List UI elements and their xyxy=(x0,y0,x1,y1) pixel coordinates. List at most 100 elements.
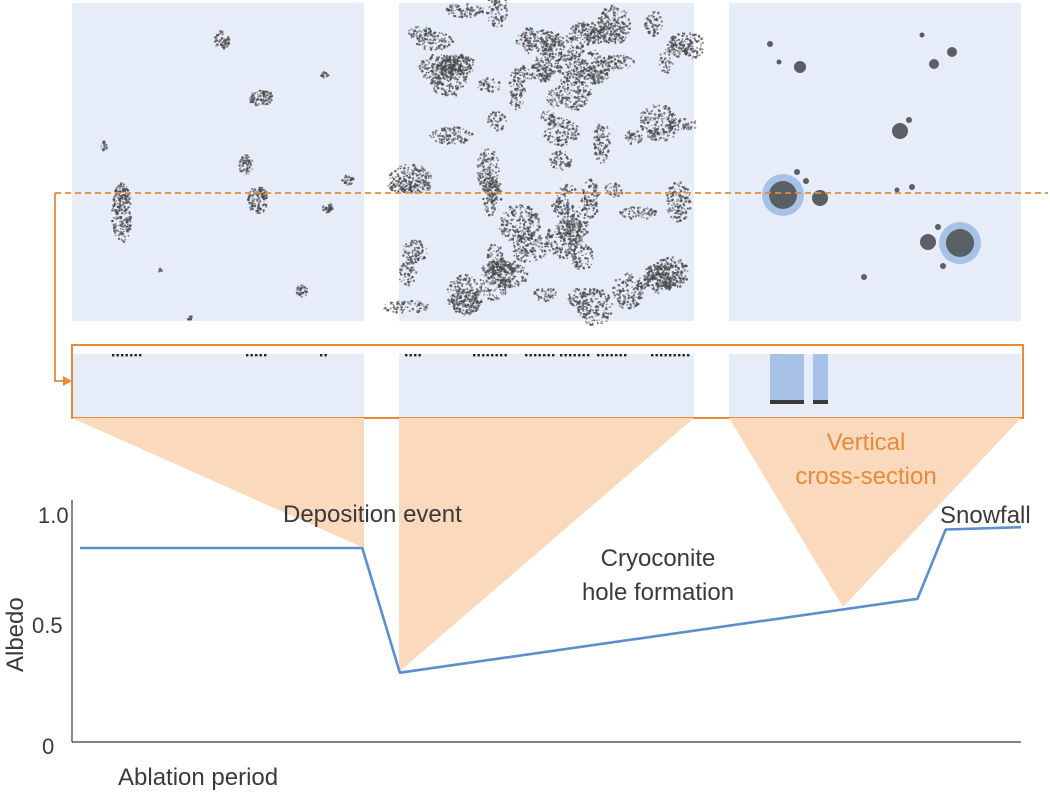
sediment-particle xyxy=(577,251,580,254)
sediment-particle xyxy=(500,20,503,23)
sediment-particle xyxy=(567,132,570,135)
sediment-particle xyxy=(473,310,476,312)
sediment-particle xyxy=(439,32,441,34)
sediment-particle xyxy=(485,290,488,292)
sediment-particle xyxy=(561,134,564,137)
sediment-particle xyxy=(419,243,421,245)
sediment-particle xyxy=(552,127,554,129)
sediment-particle xyxy=(541,249,543,251)
sediment-particle xyxy=(418,40,420,43)
sediment-particle xyxy=(544,56,546,58)
sediment-particle xyxy=(481,173,483,175)
sediment-particle xyxy=(420,252,422,255)
sediment-particle xyxy=(578,212,581,214)
sediment-particle xyxy=(266,91,269,94)
sediment-particle xyxy=(249,190,252,193)
sediment-particle xyxy=(489,293,491,295)
sediment-particle xyxy=(667,60,669,62)
sediment-particle xyxy=(494,176,496,178)
sediment-particle xyxy=(595,201,598,203)
sediment-particle xyxy=(629,142,633,145)
sediment-particle xyxy=(546,58,549,61)
sediment-particle xyxy=(422,171,425,174)
sediment-particle xyxy=(125,216,128,219)
sediment-particle xyxy=(577,226,581,229)
sediment-particle xyxy=(425,247,428,250)
sediment-particle xyxy=(425,71,428,74)
sediment-particle xyxy=(694,39,697,42)
sediment-particle xyxy=(507,230,511,233)
sediment-particle xyxy=(296,288,299,292)
sediment-particle xyxy=(699,38,702,40)
sediment-particle xyxy=(575,24,578,27)
sediment-particle xyxy=(400,183,402,185)
sediment-particle xyxy=(512,237,515,240)
sediment-particle xyxy=(486,170,489,172)
sediment-particle xyxy=(552,115,556,119)
sediment-particle xyxy=(548,121,551,124)
sediment-particle xyxy=(511,85,513,88)
sediment-particle xyxy=(559,131,562,134)
sediment-particle xyxy=(522,44,525,48)
sediment-particle xyxy=(500,4,502,7)
sediment-particle xyxy=(452,58,456,61)
sediment-particle xyxy=(593,60,596,63)
sediment-particle xyxy=(529,260,531,263)
sediment-particle xyxy=(639,139,643,142)
sediment-particle xyxy=(418,34,422,38)
sediment-particle xyxy=(522,100,524,103)
sediment-particle xyxy=(412,179,414,182)
sediment-particle xyxy=(585,200,589,203)
sediment-particle xyxy=(406,245,408,247)
sediment-particle xyxy=(534,291,536,293)
sediment-particle xyxy=(589,40,592,42)
sediment-particle xyxy=(112,197,116,201)
sediment-particle xyxy=(499,263,501,265)
sediment-particle xyxy=(158,270,160,272)
sediment-particle xyxy=(602,21,605,23)
sediment-particle xyxy=(496,6,499,10)
sediment-particle xyxy=(496,246,499,248)
sediment-particle xyxy=(468,64,472,67)
sediment-particle xyxy=(495,86,497,88)
sediment-particle xyxy=(556,132,558,135)
sediment-particle xyxy=(561,125,564,128)
sediment-particle xyxy=(247,169,251,173)
sediment-particle xyxy=(514,106,517,108)
sediment-particle xyxy=(253,197,256,200)
sediment-particle xyxy=(343,176,346,179)
sediment-particle xyxy=(529,249,532,252)
sediment-particle xyxy=(263,203,265,206)
sediment-particle xyxy=(484,178,486,180)
sediment-particle xyxy=(586,43,589,46)
sediment-particle xyxy=(461,309,465,312)
sediment-particle xyxy=(686,38,689,41)
sediment-particle xyxy=(583,21,585,24)
sediment-particle xyxy=(595,79,598,82)
sediment-particle xyxy=(493,4,496,7)
sediment-particle xyxy=(118,186,121,190)
sediment-particle xyxy=(498,284,502,288)
sediment-particle xyxy=(510,237,513,241)
sediment-particle xyxy=(522,233,525,236)
sediment-particle xyxy=(430,177,432,179)
sediment-particle xyxy=(498,270,502,274)
sediment-particle xyxy=(556,130,560,133)
sediment-particle xyxy=(659,114,661,117)
sediment-particle xyxy=(599,16,603,20)
sediment-particle xyxy=(220,42,222,45)
sediment-particle xyxy=(556,153,559,156)
sediment-particle xyxy=(327,209,330,212)
sediment-particle xyxy=(500,285,503,287)
sediment-particle xyxy=(495,297,498,300)
sediment-particle xyxy=(584,233,587,235)
sediment-particle xyxy=(513,92,515,94)
sediment-particle xyxy=(590,72,594,76)
sediment-particle xyxy=(603,56,606,59)
sediment-particle xyxy=(516,206,518,209)
sediment-particle xyxy=(257,202,260,205)
sediment-particle xyxy=(471,69,474,72)
sediment-particle xyxy=(480,180,483,183)
sediment-particle xyxy=(483,293,485,296)
sediment-particle xyxy=(351,177,354,180)
